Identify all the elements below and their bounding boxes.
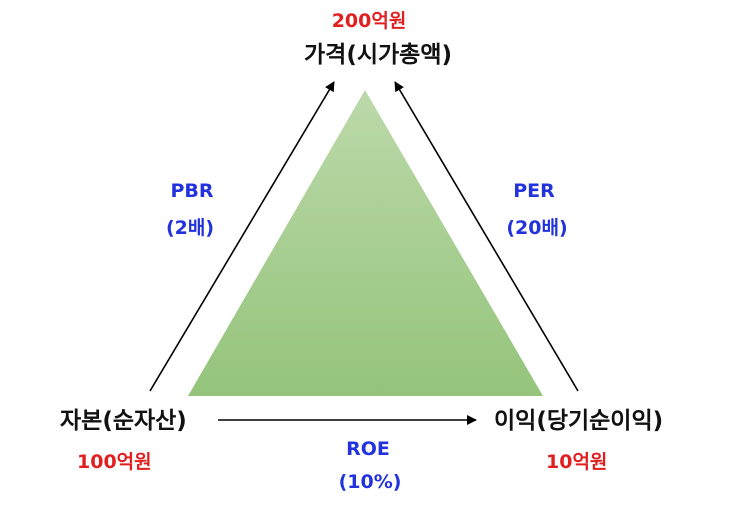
earnings-amount: 10억원 — [546, 451, 608, 473]
price-node-label: 가격(시가총액) — [304, 42, 452, 68]
pbr-arrow — [149, 81, 335, 392]
per-arrow — [394, 81, 579, 392]
price-amount: 200억원 — [331, 10, 407, 32]
pbr-value: (2배) — [165, 217, 215, 239]
roe-label: ROE — [346, 438, 390, 460]
capital-node-label: 자본(순자산) — [60, 408, 187, 434]
capital-amount: 100억원 — [77, 451, 152, 473]
earnings-node-label: 이익(당기순이익) — [494, 408, 664, 434]
roe-value: (10%) — [338, 471, 402, 493]
center-triangle — [188, 90, 543, 396]
per-label: PER — [513, 180, 555, 202]
pbr-label: PBR — [170, 180, 214, 202]
per-value: (20배) — [506, 217, 568, 239]
